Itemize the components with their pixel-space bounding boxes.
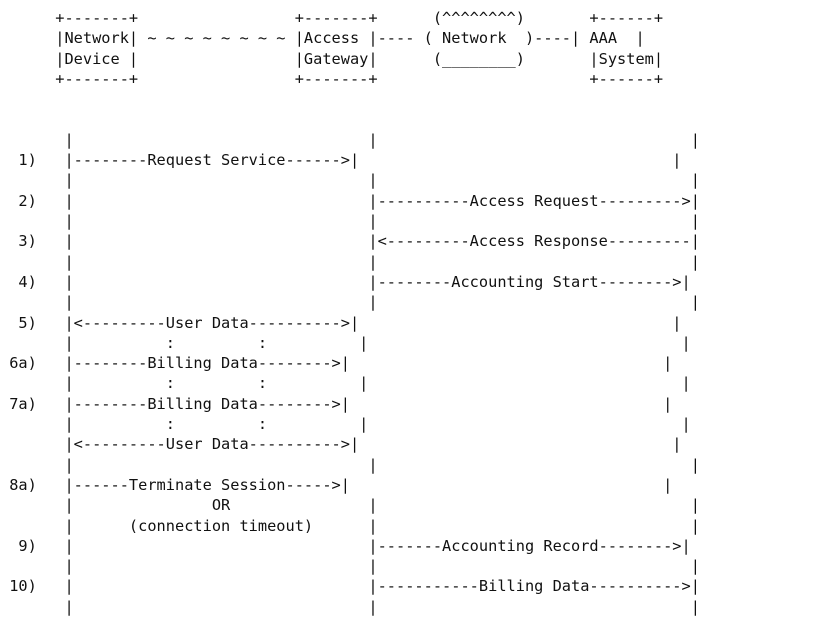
- diagram-line: 9) | |-------Accounting Record-------->|: [0, 536, 691, 556]
- diagram-line: |Network| ~ ~ ~ ~ ~ ~ ~ ~ |Access |---- …: [0, 28, 645, 48]
- diagram-line: 3) | |<---------Access Response---------…: [0, 231, 700, 251]
- diagram-line: +-------+ +-------+ +------+: [0, 69, 663, 89]
- diagram-line: | : : | |: [0, 414, 691, 434]
- diagram-line: | | |: [0, 455, 700, 475]
- diagram-line: | | |: [0, 556, 700, 576]
- diagram-line: 7a) |--------Billing Data-------->| |: [0, 394, 672, 414]
- diagram-line: 5) |<---------User Data---------->| |: [0, 313, 682, 333]
- diagram-line: 4) | |--------Accounting Start-------->|: [0, 272, 691, 292]
- diagram-line: | | |: [0, 597, 700, 617]
- diagram-line: | : : | |: [0, 333, 691, 353]
- diagram-line: | | |: [0, 170, 700, 190]
- diagram-line: | (connection timeout) | |: [0, 516, 700, 536]
- diagram-line: 10) | |-----------Billing Data----------…: [0, 576, 700, 596]
- diagram-line: | | |: [0, 252, 700, 272]
- diagram-line: | | |: [0, 292, 700, 312]
- diagram-line: 2) | |----------Access Request--------->…: [0, 191, 700, 211]
- diagram-line: | : : | |: [0, 373, 691, 393]
- diagram-line: | OR | |: [0, 495, 700, 515]
- diagram-line: | | |: [0, 130, 700, 150]
- diagram-line: 1) |--------Request Service------>| |: [0, 150, 682, 170]
- diagram-line: |Device | |Gateway| (________) |System|: [0, 49, 663, 69]
- diagram-line: 6a) |--------Billing Data-------->| |: [0, 353, 672, 373]
- diagram-line: +-------+ +-------+ (^^^^^^^^) +------+: [0, 8, 663, 28]
- diagram-line: | | |: [0, 211, 700, 231]
- diagram-line: |<---------User Data---------->| |: [0, 434, 682, 454]
- diagram-line: 8a) |------Terminate Session----->| |: [0, 475, 672, 495]
